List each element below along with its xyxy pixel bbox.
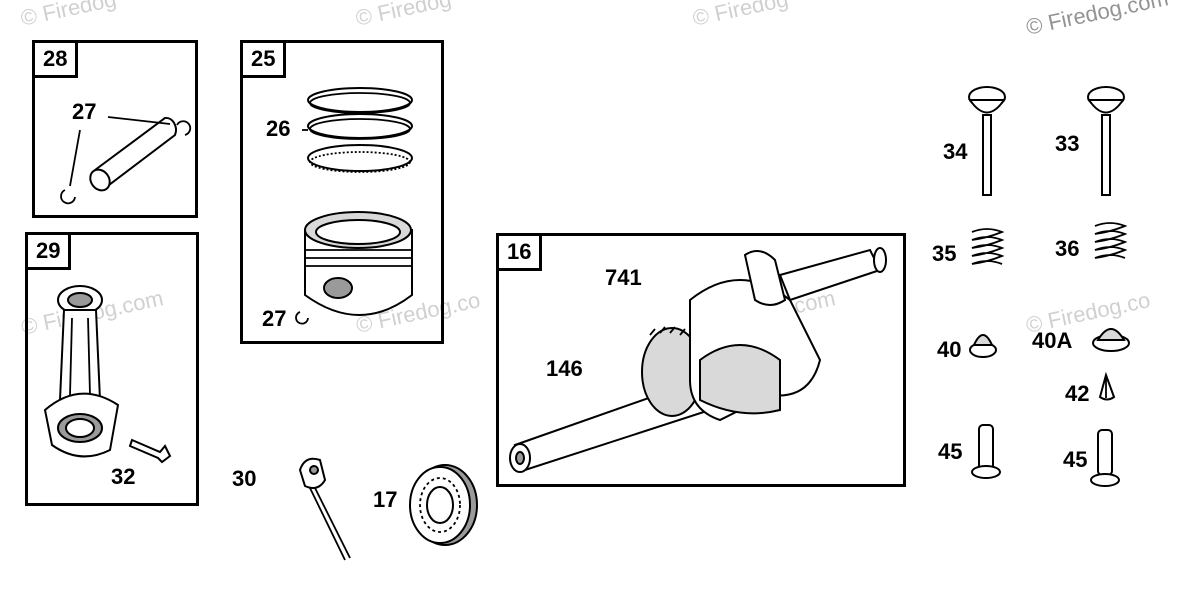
piston [295, 211, 413, 325]
bearing [409, 464, 478, 546]
callout-32: 32 [111, 464, 136, 489]
callout-45-right: 45 [1063, 447, 1088, 472]
callout-17: 17 [373, 487, 398, 512]
keeper-42 [1098, 371, 1116, 401]
callout-42: 42 [1065, 381, 1090, 406]
callout-35: 35 [932, 241, 957, 266]
valve-spring-36 [1094, 222, 1128, 259]
part-box-28: 28 [32, 40, 198, 218]
retainer-40 [969, 334, 997, 358]
box-number: 29 [28, 235, 72, 270]
box-number: 25 [243, 43, 287, 78]
part-box-29: 29 [25, 232, 199, 506]
callout-27-piston: 27 [262, 306, 287, 331]
retainer-40a [1092, 328, 1130, 352]
piston-pin [60, 116, 192, 205]
callout-741: 741 [605, 265, 642, 290]
callout-146: 146 [546, 356, 583, 381]
box-number: 28 [35, 43, 79, 78]
callout-45-left: 45 [938, 439, 963, 464]
box-number: 16 [499, 236, 543, 271]
valve-34 [968, 86, 1006, 196]
callout-36: 36 [1055, 236, 1080, 261]
piston-rings [302, 87, 413, 173]
callout-40a: 40A [1032, 328, 1073, 353]
callout-27-pin-clip: 27 [72, 99, 97, 124]
connecting-rod [43, 285, 172, 464]
part-box-16: 16 [496, 233, 906, 487]
valve-guide-45b [1090, 429, 1120, 487]
oil-dipper [298, 457, 351, 561]
valve-33 [1087, 86, 1125, 196]
part-box-25: 25 [240, 40, 444, 344]
valve-spring-35 [971, 228, 1005, 265]
callout-40: 40 [937, 337, 962, 362]
callout-26: 26 [266, 116, 291, 141]
crankshaft [509, 247, 887, 473]
callout-33: 33 [1055, 131, 1080, 156]
callout-34: 34 [943, 139, 968, 164]
callout-30: 30 [232, 466, 257, 491]
valve-guide-45a [971, 424, 1001, 479]
